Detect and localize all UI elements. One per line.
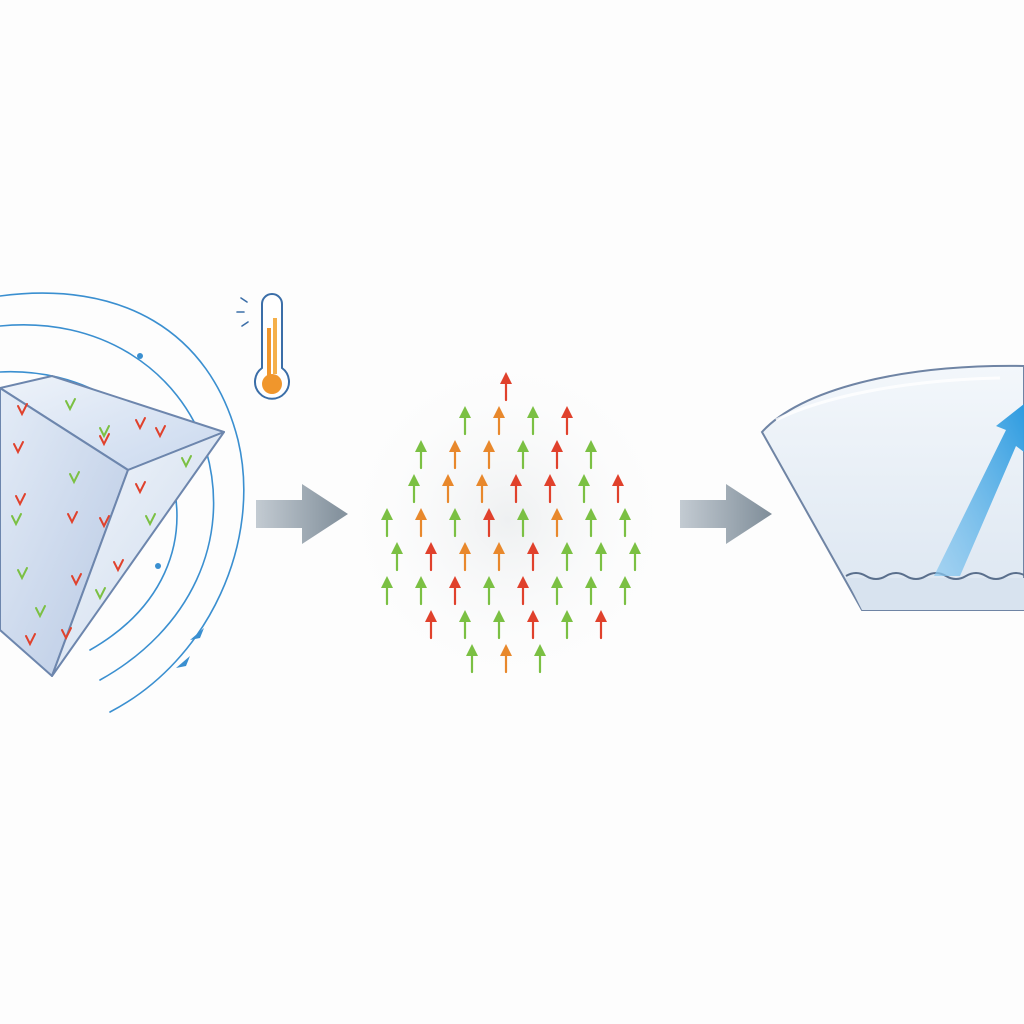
- spin-arrow: [483, 576, 495, 606]
- spin-halo: [338, 350, 678, 690]
- spin-arrow: [585, 508, 597, 538]
- spin-arrow: [561, 542, 573, 572]
- spin-arrow: [585, 440, 597, 470]
- spin-arrow: [449, 440, 461, 470]
- crystal-inclusion: [17, 403, 28, 417]
- transition-arrow-icon: [256, 484, 348, 544]
- crystal-inclusion: [61, 627, 72, 641]
- spin-arrow: [629, 542, 641, 572]
- spin-arrow: [544, 474, 556, 504]
- spin-arrow: [517, 508, 529, 538]
- spin-arrow: [425, 542, 437, 572]
- crystal-inclusions: [11, 398, 192, 647]
- crystal-inclusion: [65, 398, 76, 412]
- spin-arrow: [493, 610, 505, 640]
- thermometer-icon: [236, 293, 290, 400]
- spin-arrow: [527, 406, 539, 436]
- crystal-inclusion: [95, 587, 106, 601]
- crystal-inclusion: [113, 559, 124, 573]
- spin-arrow: [551, 440, 563, 470]
- spin-arrow: [483, 508, 495, 538]
- spin-arrow: [585, 576, 597, 606]
- spin-arrow: [459, 610, 471, 640]
- vessel-with-rising-arrow-icon: [760, 364, 1024, 611]
- spin-arrow: [561, 610, 573, 640]
- spin-arrow: [510, 474, 522, 504]
- crystal-inclusion: [67, 511, 78, 525]
- spin-arrow: [517, 440, 529, 470]
- spin-arrow: [493, 406, 505, 436]
- spin-arrow: [476, 474, 488, 504]
- crystal-inclusion: [155, 425, 166, 439]
- crystal-inclusion: [13, 441, 24, 455]
- transition-arrow-icon: [680, 484, 772, 544]
- spin-arrow: [408, 474, 420, 504]
- spin-arrow: [391, 542, 403, 572]
- spin-arrow: [595, 542, 607, 572]
- crystal-inclusion: [145, 513, 156, 527]
- spin-arrow: [415, 576, 427, 606]
- spin-arrow: [527, 610, 539, 640]
- crystal-cube-icon: [0, 375, 225, 677]
- spin-arrow: [612, 474, 624, 504]
- spin-arrow: [534, 644, 546, 674]
- spin-arrow: [493, 542, 505, 572]
- crystal-inclusion: [71, 573, 82, 587]
- crystal-inclusion: [99, 433, 110, 447]
- crystal-inclusion: [69, 471, 80, 485]
- crystal-inclusion: [99, 515, 110, 529]
- spin-arrow: [619, 576, 631, 606]
- crystal-inclusion: [135, 417, 146, 431]
- spin-arrow: [449, 576, 461, 606]
- spin-arrow: [483, 440, 495, 470]
- spin-arrow: [551, 508, 563, 538]
- spin-arrow: [381, 576, 393, 606]
- crystal-inclusion: [25, 633, 36, 647]
- spin-arrow: [381, 508, 393, 538]
- spin-arrow: [466, 644, 478, 674]
- spin-arrow: [415, 508, 427, 538]
- spin-arrow: [459, 542, 471, 572]
- spin-arrow: [415, 440, 427, 470]
- spin-arrow: [500, 644, 512, 674]
- crystal-inclusion: [15, 493, 26, 507]
- spin-arrow: [619, 508, 631, 538]
- crystal-inclusion: [181, 455, 192, 469]
- crystal-inclusion: [135, 481, 146, 495]
- crystal-inclusion: [35, 605, 46, 619]
- spin-arrow: [595, 610, 607, 640]
- crystal-inclusion: [11, 513, 22, 527]
- spin-arrow: [561, 406, 573, 436]
- spin-arrow: [442, 474, 454, 504]
- spin-arrow: [449, 508, 461, 538]
- spin-arrow: [527, 542, 539, 572]
- spin-arrows-icon: [381, 372, 641, 674]
- crystal-inclusion: [99, 425, 110, 439]
- spin-arrow: [578, 474, 590, 504]
- spin-arrow: [551, 576, 563, 606]
- field-markers: [137, 353, 204, 668]
- spin-arrow: [500, 372, 512, 402]
- spin-arrow: [425, 610, 437, 640]
- crystal-inclusion: [17, 567, 28, 581]
- spin-arrow: [459, 406, 471, 436]
- spin-arrow: [517, 576, 529, 606]
